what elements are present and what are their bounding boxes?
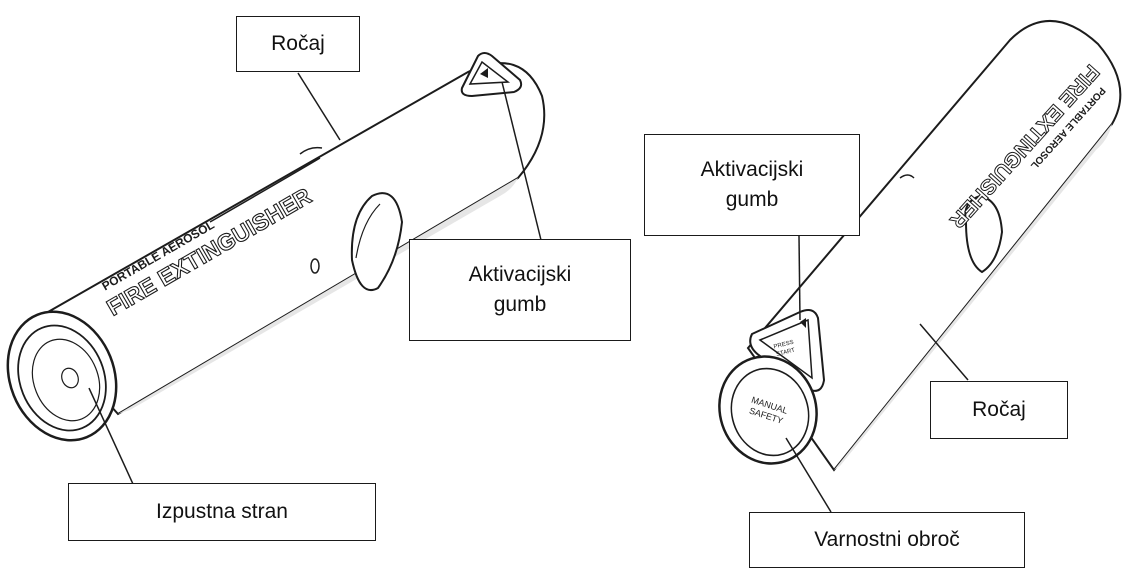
label-left-button-line1: Aktivacijski <box>469 260 572 290</box>
label-left-outlet: Izpustna stran <box>68 483 376 541</box>
label-right-safety-ring-text: Varnostni obroč <box>814 525 960 555</box>
label-right-handle-text: Ročaj <box>972 395 1026 425</box>
label-right-button-line1: Aktivacijski <box>701 155 804 185</box>
label-left-handle-text: Ročaj <box>271 29 325 59</box>
left-screw-hole <box>311 259 319 273</box>
label-right-handle: Ročaj <box>930 381 1068 439</box>
leader-left-handle <box>298 73 340 140</box>
leader-right-button <box>799 236 800 320</box>
label-left-button-line2: gumb <box>469 290 572 320</box>
label-right-button-line2: gumb <box>701 185 804 215</box>
label-left-outlet-text: Izpustna stran <box>156 497 288 527</box>
label-right-activation-button: Aktivacijski gumb <box>644 134 860 236</box>
label-right-safety-ring: Varnostni obroč <box>749 512 1025 568</box>
label-left-handle: Ročaj <box>236 16 360 72</box>
label-left-activation-button: Aktivacijski gumb <box>409 239 631 341</box>
left-seam-mid <box>300 148 322 154</box>
